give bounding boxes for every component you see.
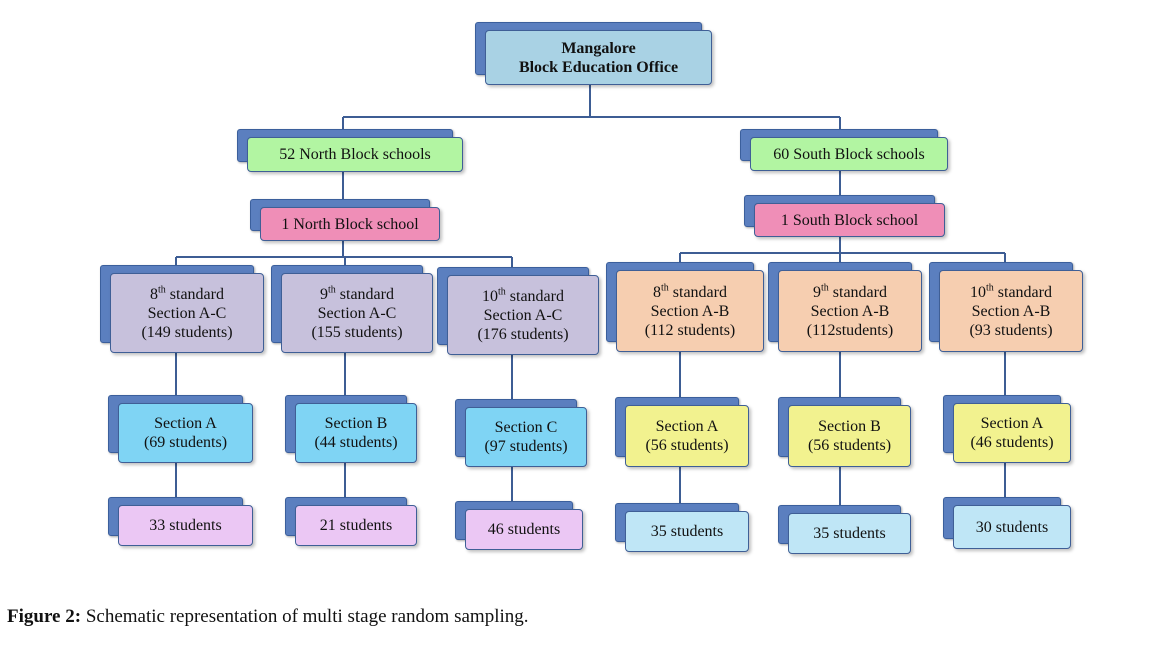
section-name: Section A <box>154 415 217 432</box>
standard-count: (112students) <box>806 321 894 339</box>
section-name: Section B <box>818 418 881 435</box>
north-standard-node: 10th standard Section A-C (176 students) <box>437 267 599 355</box>
standard-section: Section A-C <box>147 304 227 322</box>
section-name: Section C <box>494 419 558 436</box>
standard-title: 10th standard <box>482 286 564 305</box>
north-schools-label: 52 North Block schools <box>279 146 431 163</box>
standard-count: (155 students) <box>311 323 403 341</box>
north-school-label: 1 North Block school <box>281 215 419 233</box>
north-schools-node: 52 North Block schools <box>237 129 463 172</box>
sample-count: 21 students <box>319 517 393 534</box>
section-count: (69 students) <box>143 434 228 451</box>
standard-title: 8th standard <box>653 282 727 301</box>
north-standard-node: 8th standard Section A-C (149 students) <box>100 265 264 353</box>
figure-caption: Figure 2: Schematic representation of mu… <box>7 606 529 628</box>
north-section-node: Section B (44 students) <box>285 395 417 463</box>
root-line2: Block Education Office <box>518 58 679 76</box>
section-count: (97 students) <box>484 438 568 455</box>
caption-text: Schematic representation of multi stage … <box>81 606 529 627</box>
north-section-node: Section C (97 students) <box>455 399 587 467</box>
standard-count: (112 students) <box>644 321 736 339</box>
north-sample-node: 46 students <box>455 501 583 550</box>
sample-count: 35 students <box>813 525 886 542</box>
section-count: (44 students) <box>314 434 398 451</box>
standard-section: Section A-B <box>650 302 730 320</box>
sample-count: 33 students <box>149 517 222 534</box>
south-section-node: Section A (56 students) <box>615 397 749 467</box>
standard-title: 9th standard <box>320 284 394 303</box>
south-section-node: Section A (46 students) <box>943 395 1071 463</box>
south-sample-node: 30 students <box>943 497 1071 549</box>
section-count: (56 students) <box>645 437 729 454</box>
south-sample-node: 35 students <box>778 505 911 554</box>
south-school-node: 1 South Block school <box>744 195 945 237</box>
south-school-label: 1 South Block school <box>780 211 919 229</box>
standard-title: 9th standard <box>813 282 887 301</box>
north-section-node: Section A (69 students) <box>108 395 253 463</box>
standard-count: (93 students) <box>969 321 1053 339</box>
standard-count: (149 students) <box>141 323 233 341</box>
north-standard-node: 9th standard Section A-C (155 students) <box>271 265 433 353</box>
section-name: Section A <box>655 418 719 435</box>
standard-count: (176 students) <box>477 325 569 343</box>
sample-count: 30 students <box>975 518 1049 536</box>
standard-section: Section A-C <box>483 306 563 324</box>
standard-title: 8th standard <box>150 284 224 303</box>
section-name: Section A <box>980 415 1044 432</box>
sample-count: 35 students <box>650 523 724 540</box>
standard-section: Section A-B <box>971 302 1051 320</box>
standard-section: Section A-B <box>810 302 890 320</box>
section-name: Section B <box>324 415 388 432</box>
root-line1: Mangalore <box>561 39 636 57</box>
standard-title: 10th standard <box>970 282 1052 301</box>
root-node: Mangalore Block Education Office <box>475 22 712 85</box>
section-count: (56 students) <box>807 437 892 454</box>
section-count: (46 students) <box>970 434 1054 451</box>
south-standard-node: 9th standard Section A-B (112students) <box>768 262 922 352</box>
caption-label: Figure 2: <box>7 606 82 627</box>
north-sample-node: 33 students <box>108 497 253 546</box>
south-schools-node: 60 South Block schools <box>740 129 948 171</box>
sample-count: 46 students <box>487 521 561 538</box>
north-sample-node: 21 students <box>285 497 417 546</box>
south-section-node: Section B (56 students) <box>778 397 911 467</box>
standard-section: Section A-C <box>317 304 397 322</box>
south-standard-node: 8th standard Section A-B (112 students) <box>606 262 764 352</box>
south-sample-node: 35 students <box>615 503 749 552</box>
south-standard-node: 10th standard Section A-B (93 students) <box>929 262 1083 352</box>
south-schools-label: 60 South Block schools <box>773 145 925 163</box>
north-school-node: 1 North Block school <box>250 199 440 241</box>
